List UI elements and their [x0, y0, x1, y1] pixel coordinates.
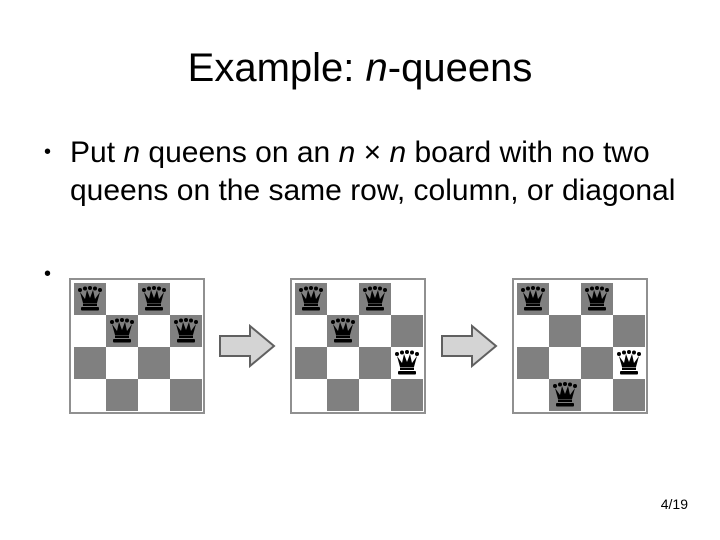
bullet-marker-empty: •	[44, 263, 52, 285]
slide-title: Example: n-queens	[0, 44, 720, 92]
chess-queen-icon	[552, 382, 578, 408]
board-square	[327, 379, 359, 411]
board-square	[613, 283, 645, 315]
title-suffix: -queens	[387, 46, 533, 90]
board-square	[106, 379, 138, 411]
board-square	[359, 283, 391, 315]
board-square	[327, 283, 359, 315]
board-grid	[295, 283, 423, 411]
board-square	[391, 283, 423, 315]
bullet-text-part: queens on an	[140, 136, 339, 169]
board-square	[391, 315, 423, 347]
board-square	[581, 315, 613, 347]
board-square	[74, 379, 106, 411]
board-square	[391, 379, 423, 411]
board-square	[106, 347, 138, 379]
board-square	[327, 347, 359, 379]
board-square	[74, 347, 106, 379]
bullet-text-part: board with no two queens on the same row…	[70, 136, 676, 207]
board-square	[549, 347, 581, 379]
board-square	[74, 283, 106, 315]
chess-queen-icon	[394, 350, 420, 376]
board-square	[138, 315, 170, 347]
board-square	[170, 347, 202, 379]
bullet-text: Put n queens on an n × n board with no t…	[70, 134, 690, 210]
board-square	[581, 379, 613, 411]
page-number: 4/19	[660, 496, 688, 512]
right-arrow-icon	[441, 324, 498, 368]
board-square	[359, 379, 391, 411]
board-square	[295, 315, 327, 347]
chess-queen-icon	[298, 286, 324, 312]
chess-queen-icon	[330, 318, 356, 344]
board-square	[106, 315, 138, 347]
board-square	[138, 347, 170, 379]
board-square	[517, 315, 549, 347]
board-square	[517, 283, 549, 315]
board-square	[549, 283, 581, 315]
chessboard-2	[290, 278, 426, 414]
board-square	[549, 315, 581, 347]
board-square	[359, 347, 391, 379]
board-square	[74, 315, 106, 347]
chess-queen-icon	[173, 318, 199, 344]
board-square	[517, 379, 549, 411]
board-square	[613, 315, 645, 347]
chess-queen-icon	[616, 350, 642, 376]
title-prefix: Example:	[187, 46, 366, 90]
board-square	[359, 315, 391, 347]
board-square	[327, 315, 359, 347]
board-square	[295, 283, 327, 315]
bullet-variable: n	[123, 136, 141, 169]
board-square	[170, 315, 202, 347]
board-grid	[517, 283, 645, 411]
chess-queen-icon	[77, 286, 103, 312]
chess-queen-icon	[362, 286, 388, 312]
right-arrow-icon	[219, 324, 276, 368]
chessboard-3	[512, 278, 648, 414]
board-square	[170, 283, 202, 315]
board-square	[549, 379, 581, 411]
board-square	[170, 379, 202, 411]
bullet-marker: •	[44, 141, 52, 163]
board-grid	[74, 283, 202, 411]
board-square	[138, 379, 170, 411]
bullet-variable: n	[338, 136, 356, 169]
board-square	[295, 347, 327, 379]
chess-queen-icon	[109, 318, 135, 344]
board-square	[613, 379, 645, 411]
board-square	[138, 283, 170, 315]
chess-queen-icon	[584, 286, 610, 312]
bullet-text-part: Put	[70, 136, 124, 169]
board-square	[581, 283, 613, 315]
chess-queen-icon	[520, 286, 546, 312]
board-square	[391, 347, 423, 379]
bullet-variable: n	[389, 136, 407, 169]
board-square	[106, 283, 138, 315]
chess-queen-icon	[141, 286, 167, 312]
chessboard-1	[69, 278, 205, 414]
board-square	[295, 379, 327, 411]
board-square	[517, 347, 549, 379]
board-square	[581, 347, 613, 379]
bullet-text-part: ×	[355, 136, 390, 169]
title-variable: n	[365, 46, 388, 90]
board-square	[613, 347, 645, 379]
